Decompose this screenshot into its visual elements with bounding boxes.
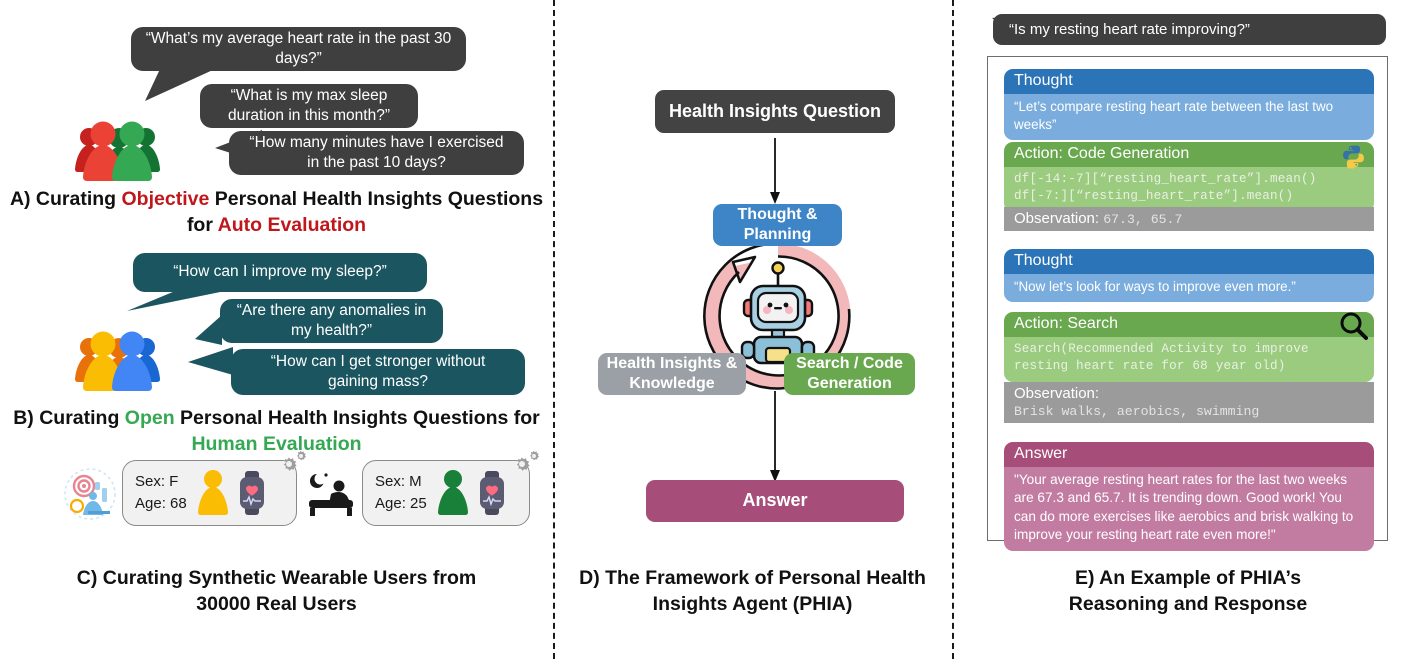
synthetic-user-card-2-info: Sex: M Age: 25 bbox=[363, 471, 427, 515]
panel-b-caption-mid: Personal Health Insights Questions for bbox=[174, 407, 540, 429]
question-bubble-b1-text: “How can I improve my sleep?” bbox=[173, 263, 387, 281]
trace-step-thought-1: Thought “Let’s compare resting heart rat… bbox=[1004, 69, 1374, 140]
fitness-activity-icon bbox=[62, 466, 118, 522]
synthetic-user-card-1-sex: Sex: F bbox=[135, 473, 179, 491]
question-bubble-a2: “What is my max sleep duration in this m… bbox=[200, 84, 418, 128]
question-bubble-a2-text: “What is my max sleep duration in this m… bbox=[228, 86, 390, 124]
trace-step-answer-body: "Your average resting heart rates for th… bbox=[1004, 467, 1374, 551]
gears-icon bbox=[274, 449, 306, 484]
framework-answer-box: Answer bbox=[646, 480, 904, 522]
trace-step-thought-1-body: “Let’s compare resting heart rate betwee… bbox=[1004, 94, 1374, 140]
trace-step-observation-2-value-row: Brisk walks, aerobics, swimming bbox=[1004, 402, 1374, 423]
panel-d-caption-line2: Insights Agent (PHIA) bbox=[652, 593, 853, 616]
panel-a-caption-pre: A) Curating bbox=[9, 188, 122, 210]
trace-step-observation-1-label: Observation: bbox=[1014, 210, 1100, 227]
synthetic-user-card-1-age: Age: 68 bbox=[135, 495, 187, 512]
trace-step-action-code-body: df[-14:-7][“resting_heart_rate”].mean() … bbox=[1004, 167, 1374, 212]
panel-divider-left bbox=[553, 0, 555, 659]
framework-knowledge-box-label: Health Insights & Knowledge bbox=[606, 355, 738, 392]
question-bubble-b2-text: “Are there any anomalies in my health?” bbox=[236, 301, 427, 339]
python-logo-icon bbox=[1341, 144, 1366, 174]
panel-b-caption: B) Curating Open Personal Health Insight… bbox=[0, 405, 553, 457]
smartwatch-heart-icon bbox=[239, 471, 264, 515]
trace-step-observation-1-row: Observation: 67.3, 65.7 bbox=[1004, 207, 1374, 231]
panel-a-caption: A) Curating Objective Personal Health In… bbox=[0, 186, 553, 238]
panel-b-caption-hl2: Human Evaluation bbox=[191, 433, 362, 456]
trace-step-thought-1-header: Thought bbox=[1004, 69, 1374, 94]
trace-step-observation-1-value: 67.3, 65.7 bbox=[1103, 212, 1183, 227]
panel-b-caption-pre: B) Curating bbox=[13, 407, 125, 429]
framework-answer-box-label: Answer bbox=[742, 490, 808, 511]
framework-question-box: Health Insights Question bbox=[655, 90, 895, 133]
framework-tools-box-label: Search / Code Generation bbox=[796, 355, 903, 392]
gears-icon bbox=[507, 449, 539, 484]
smartwatch-heart-icon bbox=[479, 471, 504, 515]
user-question-bubble: “Is my resting heart rate improving?” bbox=[993, 14, 1386, 45]
avatar-male-icon bbox=[437, 470, 468, 515]
framework-question-box-label: Health Insights Question bbox=[668, 100, 882, 121]
trace-step-action-code: Action: Code Generation df[-14:-7][“rest… bbox=[1004, 142, 1374, 212]
question-bubble-b3-text: “How can I get stronger without gaining … bbox=[270, 352, 486, 390]
panel-a-caption-mid: Personal Health Insights Questions for bbox=[186, 188, 544, 237]
people-group-red-green-icon bbox=[62, 112, 172, 184]
framework-knowledge-box: Health Insights & Knowledge bbox=[598, 353, 746, 395]
panel-e-caption-line2: Reasoning and Response bbox=[1068, 593, 1308, 616]
trace-step-observation-2-label: Observation: bbox=[1014, 385, 1100, 402]
panel-b-caption-hl1: Open bbox=[124, 407, 175, 429]
synthetic-user-card-2-sex: Sex: M bbox=[375, 473, 422, 491]
trace-step-thought-2: Thought “Now let’s look for ways to impr… bbox=[1004, 249, 1374, 302]
people-group-orange-blue-icon bbox=[62, 322, 172, 394]
question-bubble-a3: “How many minutes have I exercised in th… bbox=[229, 131, 524, 175]
trace-step-answer-header: Answer bbox=[1004, 442, 1374, 467]
trace-step-action-search-header-row: Action: Search bbox=[1004, 312, 1374, 340]
panel-c-caption-line1: C) Curating Synthetic Wearable Users fro… bbox=[76, 567, 477, 589]
panel-divider-right bbox=[952, 0, 954, 659]
synthetic-user-card-2: Sex: M Age: 25 bbox=[362, 450, 539, 526]
panel-a-caption-hl1: Objective bbox=[121, 188, 210, 210]
trace-step-answer: Answer "Your average resting heart rates… bbox=[1004, 442, 1374, 551]
panel-a-caption-hl2: Auto Evaluation bbox=[217, 214, 367, 237]
trace-step-action-code-header-row: Action: Code Generation bbox=[1004, 142, 1374, 169]
synthetic-user-card-1-info: Sex: F Age: 68 bbox=[123, 471, 187, 515]
panel-c-caption-line2: 30000 Real Users bbox=[196, 593, 357, 616]
trace-step-observation-2: Observation: Brisk walks, aerobics, swim… bbox=[1004, 382, 1374, 423]
question-bubble-a1: “What’s my average heart rate in the pas… bbox=[131, 27, 466, 71]
avatar-female-icon bbox=[197, 470, 228, 515]
panel-c-caption: C) Curating Synthetic Wearable Users fro… bbox=[0, 565, 553, 617]
question-bubble-b3: “How can I get stronger without gaining … bbox=[231, 349, 525, 395]
reasoning-trace-frame: Thought “Let’s compare resting heart rat… bbox=[987, 56, 1388, 551]
trace-step-observation-2-label-row: Observation: bbox=[1004, 382, 1374, 402]
question-bubble-a3-text: “How many minutes have I exercised in th… bbox=[249, 133, 504, 171]
trace-step-action-search-header: Action: Search bbox=[1014, 315, 1119, 332]
panel-e-caption: E) An Example of PHIA’s Reasoning and Re… bbox=[960, 565, 1416, 617]
question-bubble-a1-text: “What’s my average heart rate in the pas… bbox=[145, 29, 452, 67]
framework-tools-box: Search / Code Generation bbox=[784, 353, 915, 395]
framework-thought-box-label: Thought & Planning bbox=[737, 206, 818, 243]
sleeping-person-icon bbox=[305, 470, 357, 520]
trace-step-action-code-header: Action: Code Generation bbox=[1014, 145, 1190, 162]
magnifier-icon bbox=[1337, 312, 1369, 346]
question-bubble-b1: “How can I improve my sleep?” bbox=[133, 253, 427, 292]
trace-step-thought-2-header: Thought bbox=[1004, 249, 1374, 274]
panel-e-caption-line1: E) An Example of PHIA’s bbox=[1074, 567, 1302, 589]
synthetic-user-card-1: Sex: F Age: 68 bbox=[122, 450, 306, 526]
panel-d-caption: D) The Framework of Personal Health Insi… bbox=[565, 565, 940, 617]
user-question-text: “Is my resting heart rate improving?” bbox=[1009, 20, 1250, 38]
question-bubble-b2: “Are there any anomalies in my health?” bbox=[220, 299, 443, 343]
trace-step-observation-2-value: Brisk walks, aerobics, swimming bbox=[1014, 404, 1260, 419]
panel-d-caption-line1: D) The Framework of Personal Health bbox=[579, 567, 926, 589]
trace-step-action-search-body: Search(Recommended Activity to improve r… bbox=[1004, 337, 1374, 382]
trace-step-observation-1: Observation: 67.3, 65.7 bbox=[1004, 207, 1374, 231]
trace-step-thought-2-body: “Now let’s look for ways to improve even… bbox=[1004, 274, 1374, 302]
trace-step-action-search: Action: Search Search(Recommended Activi… bbox=[1004, 312, 1374, 382]
synthetic-user-card-2-age: Age: 25 bbox=[375, 495, 427, 512]
framework-thought-box: Thought & Planning bbox=[713, 204, 842, 246]
